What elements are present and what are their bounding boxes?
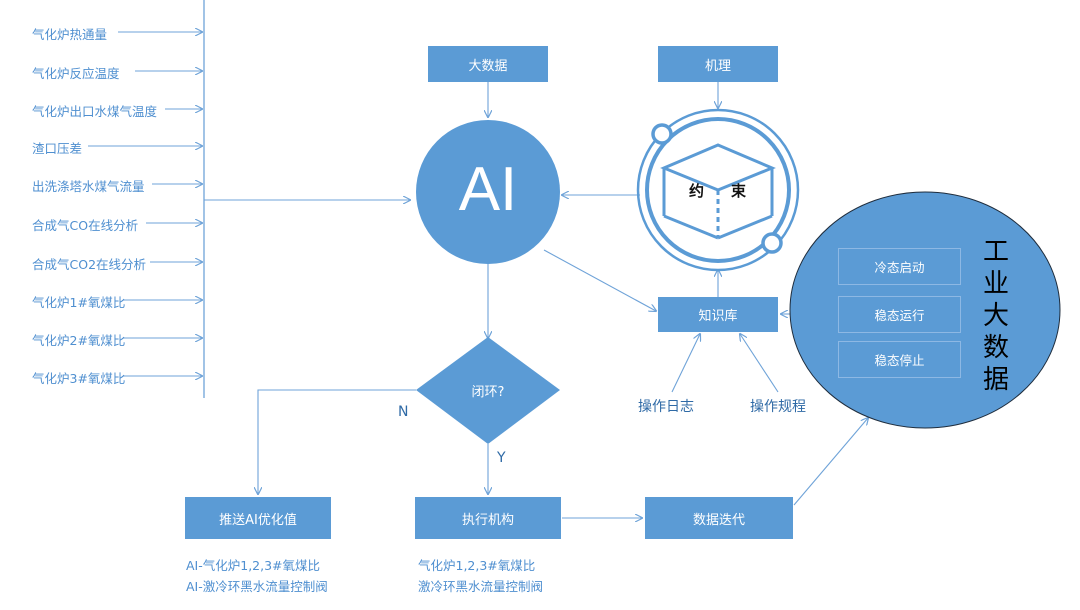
push-ai-output: AI-激冷环黑水流量控制阀 <box>186 579 328 594</box>
constraint-label-left: 约 <box>689 182 705 200</box>
input-label: 气化炉热通量 <box>32 27 108 42</box>
cold-start-box: 冷态启动 <box>838 248 961 285</box>
ibd-title-char: 业 <box>983 269 1010 299</box>
operation-log-label: 操作日志 <box>638 399 694 415</box>
input-arrows <box>88 32 202 376</box>
input-label: 气化炉反应温度 <box>32 66 120 81</box>
yes-label: Y <box>497 450 506 466</box>
input-label: 出洗涤塔水煤气流量 <box>32 179 145 194</box>
input-label: 气化炉2#氧煤比 <box>32 333 126 348</box>
execute-box: 执行机构 <box>415 497 561 539</box>
input-label: 合成气CO在线分析 <box>32 218 139 233</box>
iterate-box: 数据迭代 <box>645 497 793 539</box>
knowledge-base-box: 知识库 <box>658 297 778 332</box>
mechanism-box: 机理 <box>658 46 778 82</box>
ibd-title-char: 数 <box>983 333 1010 363</box>
operation-rules-label: 操作规程 <box>750 399 806 415</box>
ibd-title-char: 据 <box>983 365 1010 395</box>
ai-label: AI <box>458 155 518 224</box>
no-branch-arrow <box>258 389 416 494</box>
ibd-title-char: 工 <box>983 237 1010 267</box>
input-label: 气化炉1#氧煤比 <box>32 295 126 310</box>
constraint-emblem <box>636 108 800 272</box>
execute-output: 气化炉1,2,3#氧煤比 <box>418 558 536 573</box>
ai-to-kb-arrow <box>543 249 656 311</box>
steady-run-box: 稳态运行 <box>838 296 961 333</box>
ibd-title-char: 大 <box>983 301 1010 331</box>
iterate-to-ibd-arrow <box>793 418 868 506</box>
ai-circle <box>416 120 560 264</box>
constraint-label-right: 束 <box>731 182 747 200</box>
no-label: N <box>398 404 409 420</box>
input-label: 渣口压差 <box>32 141 83 156</box>
steady-stop-box: 稳态停止 <box>838 341 961 378</box>
input-label: 气化炉3#氧煤比 <box>32 371 126 386</box>
closed-loop-label: 闭环? <box>471 385 505 400</box>
big-data-box: 大数据 <box>428 46 548 82</box>
push-ai-output: AI-气化炉1,2,3#氧煤比 <box>186 558 321 573</box>
push-ai-box: 推送AI优化值 <box>185 497 331 539</box>
execute-output: 激冷环黑水流量控制阀 <box>418 579 544 594</box>
log-to-kb-arrow <box>671 334 700 393</box>
input-label: 气化炉出口水煤气温度 <box>32 104 158 119</box>
closed-loop-diamond <box>416 337 560 444</box>
industrial-data-ellipse <box>789 191 1061 429</box>
rules-to-kb-arrow <box>740 334 779 393</box>
input-label: 合成气CO2在线分析 <box>32 257 147 272</box>
